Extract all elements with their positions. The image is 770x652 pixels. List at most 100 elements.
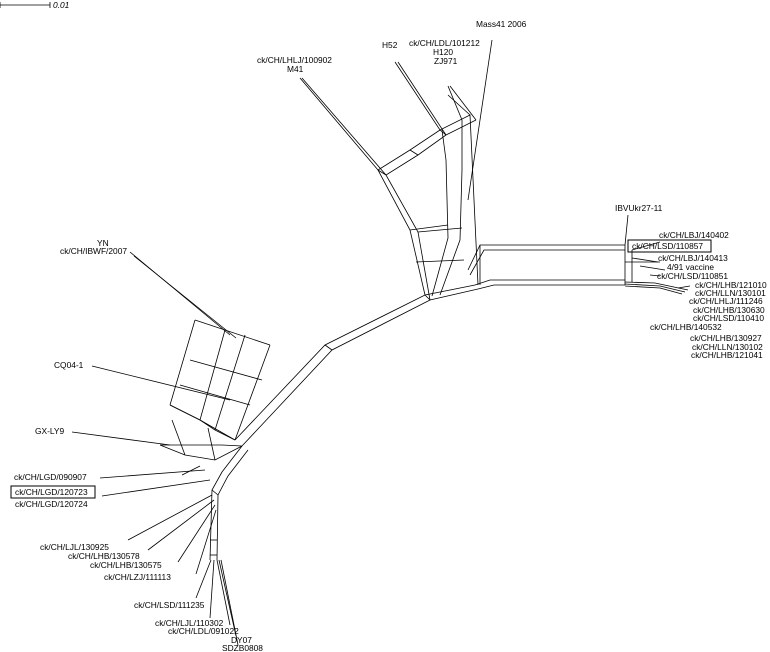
tip-edge-lhlj100902	[299, 77, 379, 171]
taxon-label: 4/91 vaccine	[667, 262, 714, 272]
qx-network-edge	[467, 244, 625, 271]
tip-edge-ljl110302	[209, 559, 215, 619]
tip-edge-lhb130578	[147, 499, 215, 551]
tip-edge-ldl101212	[447, 85, 463, 121]
tip-edge-cq04-1	[91, 365, 231, 401]
tip-edge-m41	[301, 77, 387, 176]
highlight-box-lsd110857	[627, 239, 712, 253]
left-network-edge	[169, 319, 196, 406]
tip-edge-lgd120724	[181, 465, 201, 476]
taxon-label: M41	[287, 64, 304, 74]
taxon-label: ck/CH/LHB/130578	[68, 551, 140, 561]
scale-bar: 0.01	[0, 0, 69, 10]
tip-edge-ljl130925	[127, 494, 213, 541]
split-edge	[324, 344, 333, 351]
tip-bundle-edge	[677, 285, 691, 289]
highlight-box-lgd120723	[10, 485, 96, 499]
split-edge	[189, 359, 263, 381]
left-network-edge	[214, 334, 246, 431]
tip-edge-h52b	[397, 61, 447, 136]
tip-edge-lhb130575	[177, 504, 216, 563]
tip-edge-zj971	[447, 94, 471, 116]
taxon-label: Mass41 2006	[476, 19, 527, 29]
taxon-label: YN	[97, 238, 109, 248]
taxon-label: ck/CH/LJL/110302	[155, 618, 224, 628]
taxon-label: ck/CH/LLN/130102	[692, 342, 763, 352]
tip-edge-gx-ly9	[71, 431, 171, 446]
taxon-label: ck/CH/LSD/111235	[134, 600, 205, 610]
split-edge	[417, 227, 463, 233]
tip-edge-ldl091022	[216, 559, 231, 626]
tip-edge-ibwf2007	[133, 255, 237, 339]
taxon-label: SDZB0808	[222, 643, 263, 652]
tip-bundle-edge	[624, 281, 689, 291]
taxon-label: IBVUkr27-11	[615, 203, 663, 213]
left-network-edge	[194, 319, 271, 346]
taxon-label: ck/CH/IBWF/2007	[60, 246, 127, 256]
left-network-edge	[169, 404, 236, 441]
taxon-label: DY07	[231, 635, 252, 645]
split-edge	[207, 427, 216, 461]
taxon-label: ck/CH/LGD/090907	[14, 472, 87, 482]
mass-network-edge	[431, 129, 449, 297]
tip-edge-h52	[394, 61, 441, 131]
split-edge	[179, 384, 251, 406]
tip-edge-lzj111113	[195, 509, 217, 575]
taxon-label: ck/CH/LHB/130575	[90, 560, 162, 570]
qx-network-edge	[469, 249, 625, 276]
lower-branch-edge	[209, 445, 243, 561]
tip-bundle-edge	[624, 285, 683, 295]
tip-edge-lgd120723	[101, 479, 211, 497]
left-network-edge	[160, 444, 243, 447]
central-trunk-edge	[241, 288, 479, 447]
split-edge	[377, 169, 387, 176]
taxon-label: ZJ971	[434, 56, 458, 66]
taxon-label-highlighted: ck/CH/LGD/120723	[15, 487, 88, 497]
split-edge	[171, 419, 186, 456]
taxon-label: ck/CH/LHLJ/111246	[689, 296, 763, 306]
left-network-edge	[234, 344, 271, 441]
taxon-label: CQ04-1	[54, 360, 84, 370]
taxon-label: ck/CH/LSD/110851	[657, 271, 728, 281]
tip-edge-lbj140413	[631, 257, 659, 263]
taxon-label: ck/CH/LLN/130101	[695, 288, 766, 298]
taxon-label: ck/CH/LGD/120724	[15, 499, 88, 509]
left-network-edge	[199, 329, 226, 421]
mass-network-edge	[439, 120, 463, 296]
tip-bundle-edge	[624, 283, 686, 293]
split-edge	[424, 294, 431, 301]
taxon-labels: Mass41 2006 H52 ck/CH/LDL/101212 H120 ZJ…	[10, 19, 767, 652]
tip-edge-lbj140402	[631, 241, 661, 251]
tip-edge-ibvukr27-11	[624, 214, 629, 246]
taxon-label: H52	[382, 40, 398, 50]
taxon-label: GX-LY9	[35, 426, 65, 436]
scale-bar-label: 0.01	[53, 0, 69, 10]
lower-branch-edge	[216, 449, 249, 561]
qx-network-edge	[474, 279, 625, 286]
taxon-label: ck/CH/LJL/130925	[40, 542, 109, 552]
taxon-label: ck/CH/LBJ/140402	[659, 230, 729, 240]
taxon-label: ck/CH/LHB/121041	[691, 350, 763, 360]
taxon-label: ck/CH/LHB/140532	[650, 322, 722, 332]
taxon-label: ck/CH/LBJ/140413	[658, 253, 728, 263]
tip-edge-mass41-2006	[467, 39, 493, 201]
taxon-label: ck/CH/LDL/101212	[409, 38, 480, 48]
taxon-label: ck/CH/LHB/130630	[693, 305, 765, 315]
taxon-label: ck/CH/LHB/130927	[690, 333, 762, 343]
tip-edge-sdzb0808	[220, 559, 239, 646]
taxon-label: ck/CH/LZJ/111113	[104, 572, 171, 582]
qx-network-edge	[477, 284, 625, 290]
split-edge	[409, 149, 419, 156]
taxon-label: ck/CH/LHB/121010	[695, 280, 767, 290]
taxon-label: ck/CH/LDL/091022	[168, 626, 239, 636]
taxon-label-highlighted: ck/CH/LSD/110857	[632, 241, 703, 251]
split-edge	[415, 259, 465, 263]
mass-network-edge	[385, 119, 477, 301]
taxon-label: ck/CH/LSD/110410	[693, 313, 764, 323]
tip-edge-h120	[449, 85, 477, 121]
tip-edge-lsd111235	[195, 559, 212, 599]
tip-edge-lgd090907	[99, 469, 206, 479]
tip-edge-dy07	[218, 559, 237, 637]
taxon-label: ck/CH/LHLJ/100902	[257, 55, 332, 65]
